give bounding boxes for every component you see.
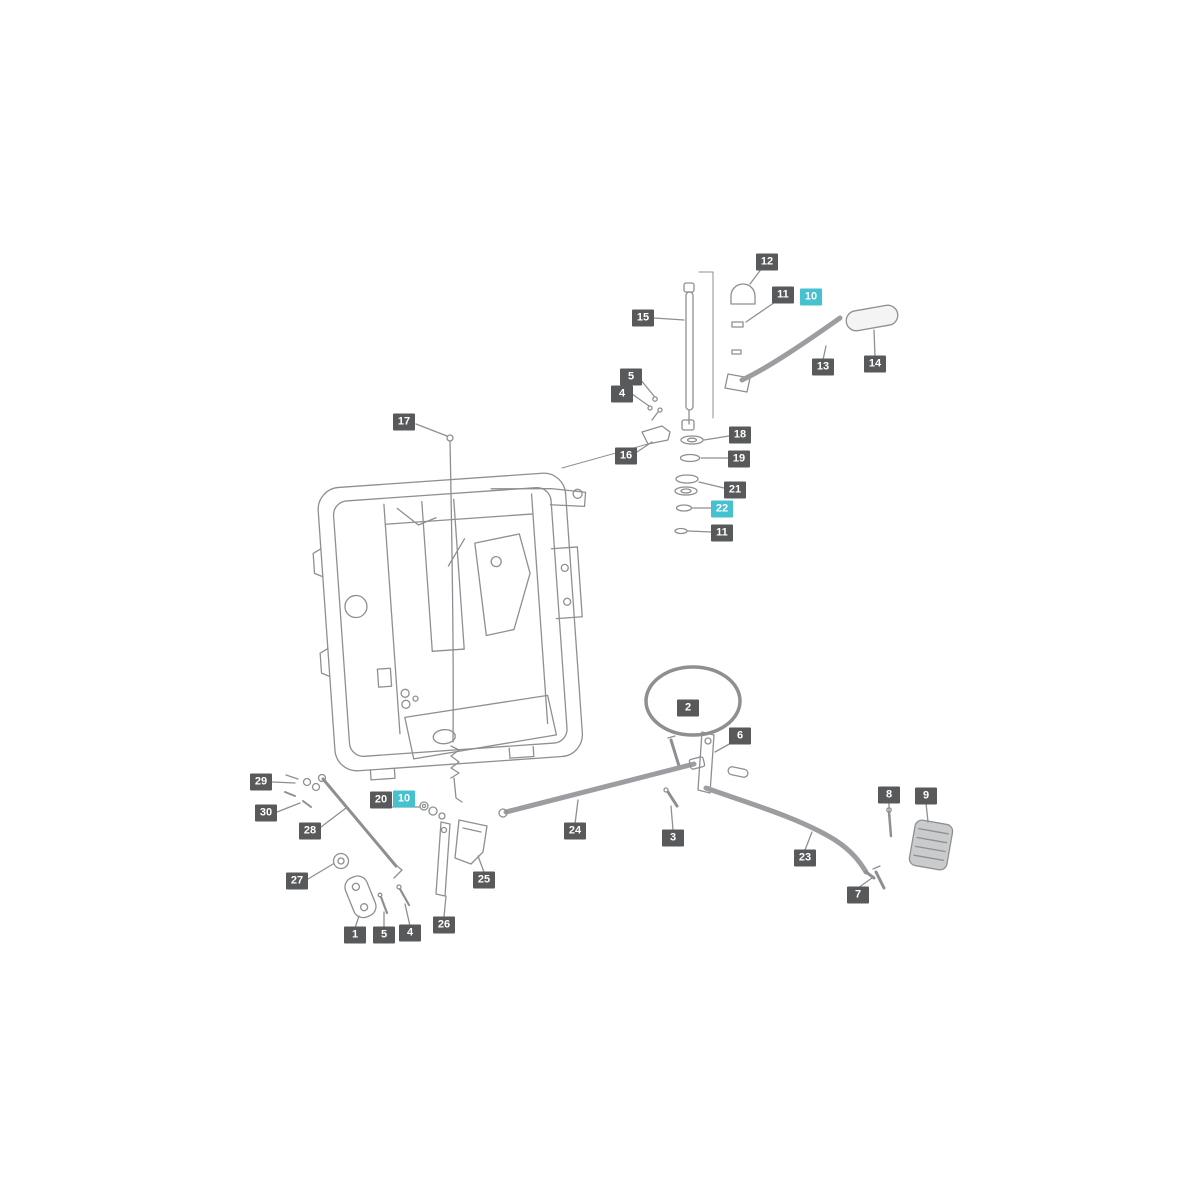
part-label-13[interactable]: 13	[812, 358, 834, 376]
connecting-rod	[498, 756, 706, 818]
leader-lines	[271, 267, 929, 929]
part-label-4[interactable]: 4	[611, 385, 633, 403]
part-label-29[interactable]: 29	[250, 773, 272, 791]
part-label-26[interactable]: 26	[433, 916, 455, 934]
part-label-16[interactable]: 16	[615, 447, 637, 465]
cable-rod	[446, 434, 463, 803]
part-label-30[interactable]: 30	[255, 804, 277, 822]
gear-lever-assembly	[681, 271, 899, 431]
part-label-11[interactable]: 11	[711, 524, 733, 542]
part-label-23[interactable]: 23	[794, 849, 816, 867]
part-label-27[interactable]: 27	[286, 872, 308, 890]
part-label-8[interactable]: 8	[878, 786, 900, 804]
part-label-7[interactable]: 7	[847, 886, 869, 904]
left-linkage	[284, 773, 488, 919]
part-label-14[interactable]: 14	[864, 355, 886, 373]
seat-frame	[312, 472, 587, 781]
part-label-20[interactable]: 20	[370, 791, 392, 809]
part-label-15[interactable]: 15	[632, 309, 654, 327]
part-label-6[interactable]: 6	[729, 727, 751, 745]
part-label-12[interactable]: 12	[756, 253, 778, 271]
part-label-9[interactable]: 9	[915, 787, 937, 805]
part-label-5[interactable]: 5	[373, 926, 395, 944]
part-label-10[interactable]: 10	[393, 790, 415, 808]
highlight-ellipse	[644, 665, 742, 737]
part-label-11[interactable]: 11	[772, 286, 794, 304]
pedal-assembly	[667, 731, 954, 890]
part-label-10[interactable]: 10	[800, 288, 822, 306]
part-label-2[interactable]: 2	[677, 699, 699, 717]
part-label-3[interactable]: 3	[662, 829, 684, 847]
part-label-24[interactable]: 24	[564, 822, 586, 840]
part-label-4[interactable]: 4	[399, 924, 421, 942]
part-label-25[interactable]: 25	[473, 871, 495, 889]
part-label-5[interactable]: 5	[620, 368, 642, 386]
part-label-22[interactable]: 22	[711, 500, 733, 518]
part-label-17[interactable]: 17	[393, 413, 415, 431]
part-label-21[interactable]: 21	[724, 481, 746, 499]
part-label-19[interactable]: 19	[728, 450, 750, 468]
part-label-28[interactable]: 28	[299, 822, 321, 840]
part-label-18[interactable]: 18	[729, 426, 751, 444]
part-label-1[interactable]: 1	[344, 926, 366, 944]
